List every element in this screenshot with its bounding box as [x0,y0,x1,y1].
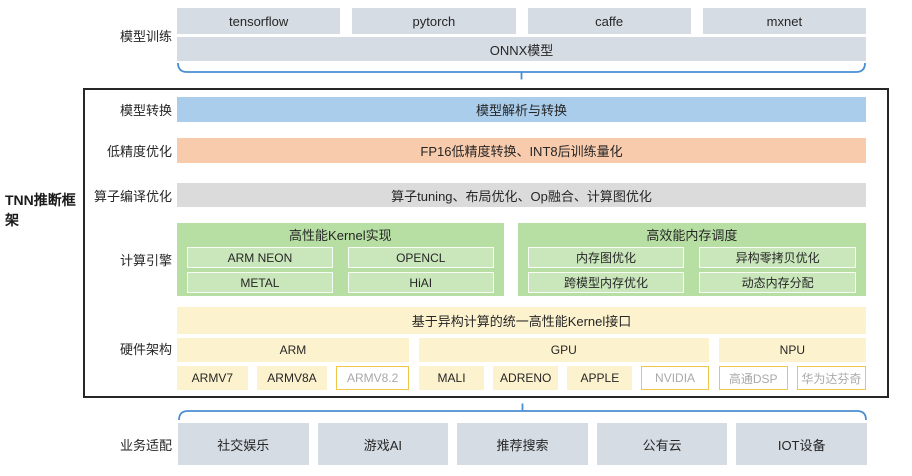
onnx-model-bar: ONNX模型 [177,37,866,61]
biz-box-recommend-search: 推荐搜索 [457,423,588,465]
kernel-item-metal: METAL [187,272,333,293]
hw-item-armv7: ARMV7 [177,366,248,390]
compute-engine-row: 高性能Kernel实现 ARM NEON OPENCL METAL HiAI 高… [177,223,866,296]
row-label-low-precision: 低精度优化 [106,144,172,159]
training-frameworks-row: tensorflow pytorch caffe mxnet [177,8,866,34]
framework-box-pytorch: pytorch [352,8,516,34]
hw-group-arm: ARM [177,338,409,362]
row-label-model-convert: 模型转换 [119,103,172,118]
framework-box-mxnet: mxnet [702,8,866,34]
biz-box-public-cloud: 公有云 [596,423,728,465]
brace-up-icon [178,403,867,421]
business-section-label: 业务适配 [119,437,172,453]
hw-item-adreno: ADRENO [493,366,559,390]
hardware-group-headers: ARM GPU NPU [177,338,866,362]
row-label-compute-engine: 计算引擎 [119,253,172,268]
hw-item-mali: MALI [418,366,485,390]
arm-items: ARMV7 ARMV8A ARMV8.2 [177,366,409,390]
brace-down-icon [177,62,866,80]
hw-item-huawei-davinci: 华为达芬奇 [796,366,866,390]
hw-item-qualcomm-dsp: 高通DSP [718,366,788,390]
hw-group-gpu: GPU [418,338,709,362]
business-row: 社交娱乐 游戏AI 推荐搜索 公有云 IOT设备 [178,423,867,465]
biz-box-game-ai: 游戏AI [317,423,449,465]
model-parse-convert-bar: 模型解析与转换 [177,97,866,122]
hw-item-nvidia: NVIDIA [641,366,709,390]
kernel-item-hiai: HiAI [347,272,494,293]
biz-box-social: 社交娱乐 [178,423,309,465]
memory-item-cross-model: 跨模型内存优化 [527,272,685,293]
kernel-impl-group: 高性能Kernel实现 ARM NEON OPENCL METAL HiAI [177,223,504,296]
memory-sched-grid: 内存图优化 异构零拷贝优化 跨模型内存优化 动态内存分配 [527,247,856,293]
row-label-op-compile: 算子编译优化 [93,188,172,204]
tnn-frame: 模型转换 模型解析与转换 低精度优化 FP16低精度转换、INT8后训练量化 算… [83,88,889,398]
memory-sched-title: 高效能内存调度 [646,228,738,243]
gpu-items: MALI ADRENO APPLE NVIDIA [418,366,709,390]
memory-item-graph-opt: 内存图优化 [527,247,685,268]
npu-items: 高通DSP 华为达芬奇 [718,366,866,390]
kernel-impl-title: 高性能Kernel实现 [289,228,392,243]
framework-box-caffe: caffe [527,8,691,34]
row-label-hardware: 硬件架构 [119,342,172,357]
low-precision-bar: FP16低精度转换、INT8后训练量化 [177,138,866,163]
hw-group-npu: NPU [718,338,866,362]
hw-item-apple: APPLE [567,366,633,390]
memory-item-dynamic-alloc: 动态内存分配 [699,272,856,293]
hardware-items-row: ARMV7 ARMV8A ARMV8.2 MALI ADRENO APPLE N… [177,366,866,390]
memory-item-zero-copy: 异构零拷贝优化 [699,247,856,268]
memory-sched-group: 高效能内存调度 内存图优化 异构零拷贝优化 跨模型内存优化 动态内存分配 [517,223,866,296]
hw-item-armv82: ARMV8.2 [336,366,409,390]
training-section-label: 模型训练 [119,28,172,44]
unified-kernel-interface-bar: 基于异构计算的统一高性能Kernel接口 [177,307,866,334]
kernel-item-arm-neon: ARM NEON [187,247,333,268]
kernel-item-opencl: OPENCL [347,247,494,268]
framework-box-tensorflow: tensorflow [177,8,341,34]
kernel-impl-grid: ARM NEON OPENCL METAL HiAI [187,247,494,293]
hw-item-armv8a: ARMV8A [256,366,328,390]
frame-title: TNN推断框架 [5,192,76,228]
op-compile-bar: 算子tuning、布局优化、Op融合、计算图优化 [177,183,866,207]
biz-box-iot: IOT设备 [736,423,867,465]
